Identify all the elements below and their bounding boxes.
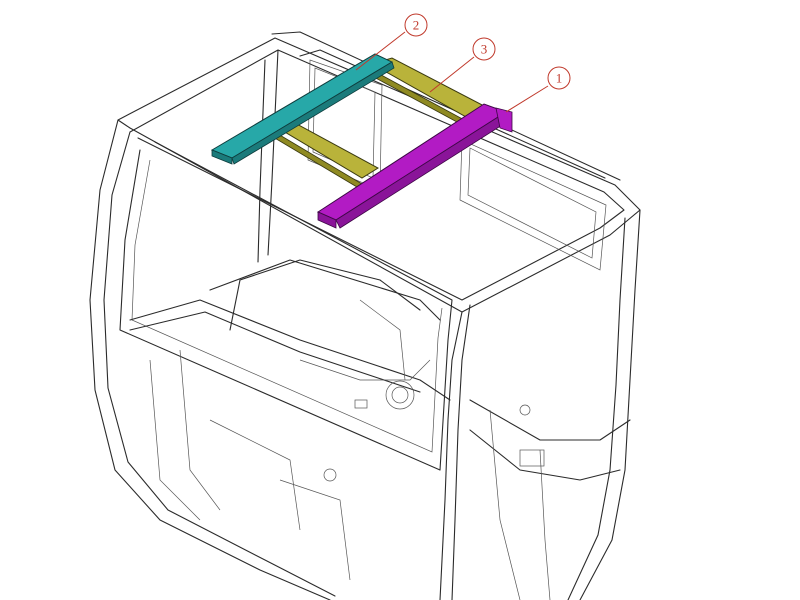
roof-longitudinal-rails [266, 57, 490, 191]
windshield-frame [119, 141, 453, 471]
callout-2-label: 2 [413, 18, 420, 33]
callout-1: 1 [505, 66, 571, 113]
callout-1-circle [547, 66, 571, 90]
callout-3: 3 [429, 37, 496, 93]
roof-crossbeam-rear [210, 53, 395, 165]
cab-side-pillars [89, 49, 641, 600]
callout-3-circle [472, 37, 496, 61]
callout-3-label: 3 [481, 42, 488, 57]
callout-2-circle [404, 13, 428, 37]
callout-2: 2 [355, 13, 428, 71]
callout-1-label: 1 [556, 71, 563, 86]
cab-floor-and-dashboard [129, 259, 631, 600]
